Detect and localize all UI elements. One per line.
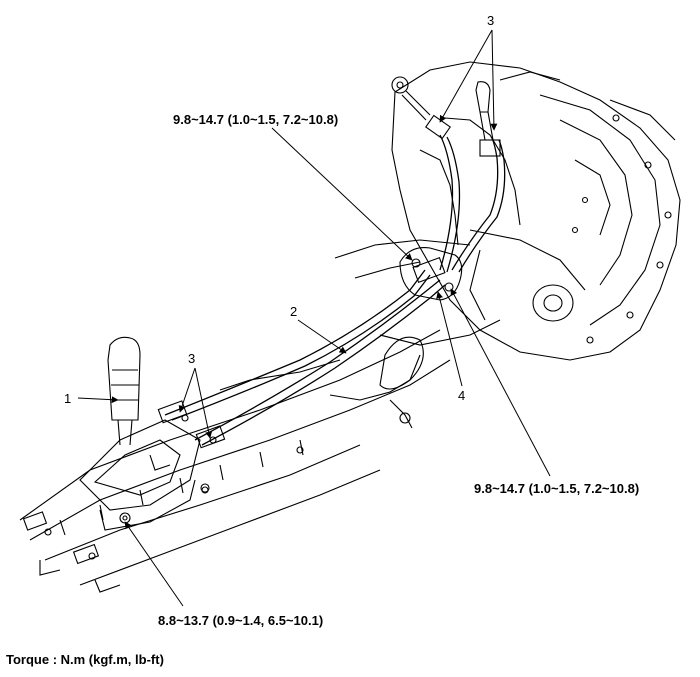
floor-tunnel [19,239,501,593]
torque-label-top: 9.8~14.7 (1.0~1.5, 7.2~10.8) [173,112,339,127]
leader-3-top-b [490,29,498,131]
cable-bracket [399,247,463,301]
shift-cables [164,134,506,446]
callout-4: 4 [458,388,466,403]
leader-3-top-a [439,29,493,123]
transaxle-housing [391,61,681,361]
leader-1 [77,396,119,404]
torque-label-bottom: 8.8~13.7 (0.9~1.4, 6.5~10.1) [158,613,324,628]
callout-2: 2 [290,304,298,319]
torque-units-note: Torque : N.m (kgf.m, lb-ft) [6,652,164,667]
callout-3-top: 3 [487,13,495,28]
leader-torque-bottom [124,521,184,607]
leader-4 [436,291,463,387]
leader-3-left-b [194,367,213,439]
leader-2 [297,319,347,354]
transaxle-cable-ends [391,76,501,157]
shift-lever-assembly [79,336,210,531]
leader-torque-top [271,127,413,261]
callout-1: 1 [64,391,72,406]
torque-label-right: 9.8~14.7 (1.0~1.5, 7.2~10.8) [474,481,640,496]
leader-lines [77,29,551,607]
callout-3-left: 3 [188,351,196,366]
leader-torque-right [450,288,551,477]
leader-3-left-a [178,367,196,413]
